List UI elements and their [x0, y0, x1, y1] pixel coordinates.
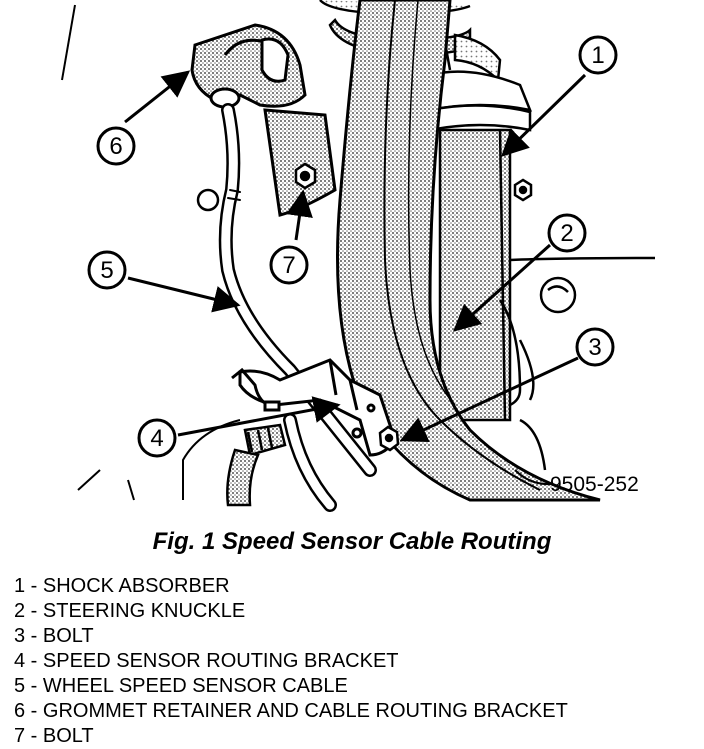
callout-3: 3 — [575, 327, 615, 367]
legend-item: 6 - GROMMET RETAINER AND CABLE ROUTING B… — [14, 700, 568, 722]
cable-routing-illustration: 1 2 3 4 5 6 7 9505-252 — [61, 0, 656, 512]
callout-2: 2 — [547, 213, 587, 253]
callout-7: 7 — [269, 245, 309, 285]
steering-knuckle — [336, 0, 601, 502]
leader-5 — [127, 276, 241, 313]
legend-item: 3 - BOLT — [14, 625, 94, 647]
leader-lines — [124, 70, 587, 486]
shock-absorber — [428, 70, 533, 422]
legend-item: 1 - SHOCK ABSORBER — [14, 575, 230, 597]
legend-item: 5 - WHEEL SPEED SENSOR CABLE — [14, 675, 348, 697]
leader-3 — [399, 356, 579, 442]
legend-item: 2 - STEERING KNUCKLE — [14, 600, 246, 622]
leader-2 — [452, 243, 552, 332]
svg-text:7: 7 — [282, 252, 295, 279]
speed-sensor-routing-bracket — [231, 358, 397, 457]
leader-ref — [514, 469, 551, 486]
svg-text:2: 2 — [560, 220, 573, 247]
svg-text:6: 6 — [109, 133, 122, 160]
figure-reference-code: 9505-252 — [550, 473, 639, 496]
callout-5: 5 — [87, 250, 127, 290]
leader-6 — [124, 70, 191, 124]
leader-7 — [286, 189, 313, 241]
callout-4: 4 — [137, 418, 177, 458]
callouts: 1 2 3 4 5 6 7 — [87, 35, 618, 458]
svg-text:5: 5 — [100, 257, 113, 284]
svg-text:3: 3 — [588, 334, 601, 361]
legend-item: 4 - SPEED SENSOR ROUTING BRACKET — [14, 650, 399, 672]
grommet-retainer-bracket — [190, 23, 337, 217]
knuckle-bolt — [378, 425, 400, 452]
svg-text:4: 4 — [150, 425, 163, 452]
leader-4 — [177, 396, 341, 437]
legend: 1 - SHOCK ABSORBER 2 - STEERING KNUCKLE … — [14, 574, 568, 749]
bracket-bolt — [294, 162, 317, 190]
leader-1 — [501, 73, 587, 157]
knuckle-hardware — [498, 178, 656, 471]
legend-item: 7 - BOLT — [14, 725, 94, 747]
callout-6: 6 — [96, 126, 136, 166]
callout-1: 1 — [578, 35, 618, 75]
figure-caption: Fig. 1 Speed Sensor Cable Routing — [152, 528, 552, 555]
svg-text:1: 1 — [591, 42, 604, 69]
sensor-connector — [226, 423, 287, 507]
background-strokes — [61, 4, 241, 501]
